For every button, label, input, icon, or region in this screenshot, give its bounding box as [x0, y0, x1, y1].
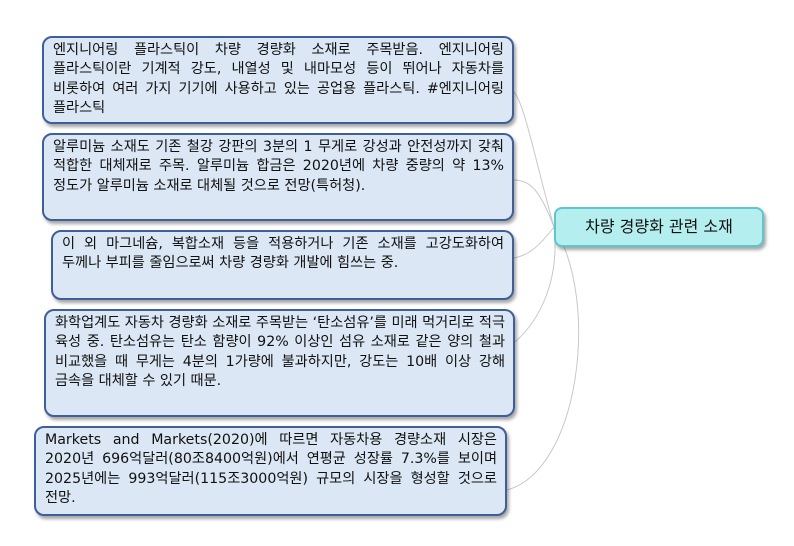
connector-magnesium-composite	[513, 226, 555, 259]
connector-market	[506, 226, 580, 491]
connector-aluminum	[513, 179, 555, 228]
connector-engineering-plastics	[513, 91, 555, 228]
node-magnesium-composite: 이 외 마그네슘, 복합소재 등을 적용하거나 기존 소재를 고강도화하여 두께…	[51, 230, 514, 300]
connector-carbon-fiber	[514, 226, 556, 343]
node-aluminum: 알루미늄 소재도 기존 철강 강판의 3분의 1 무게로 강성과 안전성까지 갖…	[42, 133, 514, 221]
node-engineering-plastics: 엔지니어링 플라스틱이 차량 경량화 소재로 주목받음. 엔지니어링 플라스틱이…	[42, 36, 514, 124]
node-market: Markets and Markets(2020)에 따르면 자동차용 경량소재…	[34, 426, 507, 516]
central-topic: 차량 경량화 관련 소재	[554, 207, 764, 247]
node-carbon-fiber: 화학업계도 자동차 경량화 소재로 주목받는 ‘탄소섬유’를 미래 먹거리로 적…	[44, 309, 515, 417]
